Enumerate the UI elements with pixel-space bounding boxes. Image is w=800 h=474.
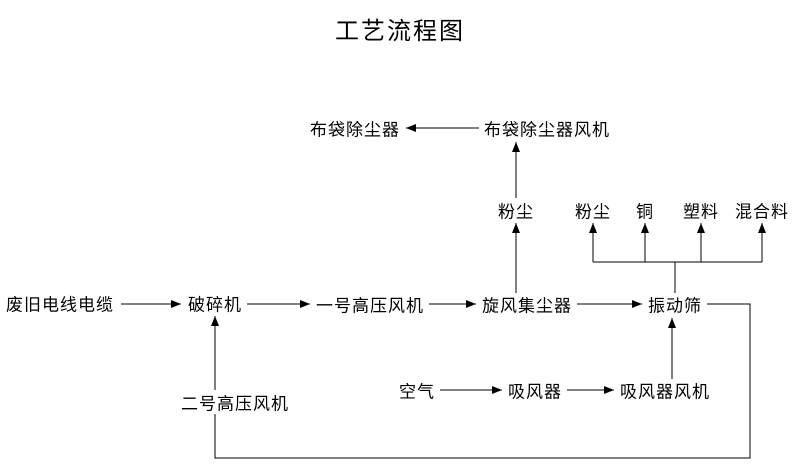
node-mixed-material: 混合料 [735, 202, 789, 222]
node-plastic: 塑料 [683, 202, 719, 222]
node-crusher: 破碎机 [188, 295, 242, 315]
node-waste-cable: 废旧电线电缆 [6, 295, 114, 315]
line-screen-return-loop [214, 303, 751, 459]
node-dust-left: 粉尘 [498, 202, 534, 222]
node-air: 空气 [399, 382, 435, 402]
node-hp-fan-2: 二号高压风机 [181, 394, 289, 414]
node-hp-fan-1: 一号高压风机 [316, 296, 424, 316]
node-copper: 铜 [636, 202, 654, 222]
node-vibrating-screen: 振动筛 [648, 296, 702, 316]
node-suction-device: 吸风器 [508, 382, 562, 402]
node-bag-filter-fan: 布袋除尘器风机 [484, 120, 610, 140]
diagram-title: 工艺流程图 [335, 19, 465, 45]
node-cyclone-collector: 旋风集尘器 [482, 296, 572, 316]
node-dust-right: 粉尘 [575, 202, 611, 222]
node-bag-filter: 布袋除尘器 [310, 120, 400, 140]
node-suction-fan: 吸风器风机 [620, 382, 710, 402]
